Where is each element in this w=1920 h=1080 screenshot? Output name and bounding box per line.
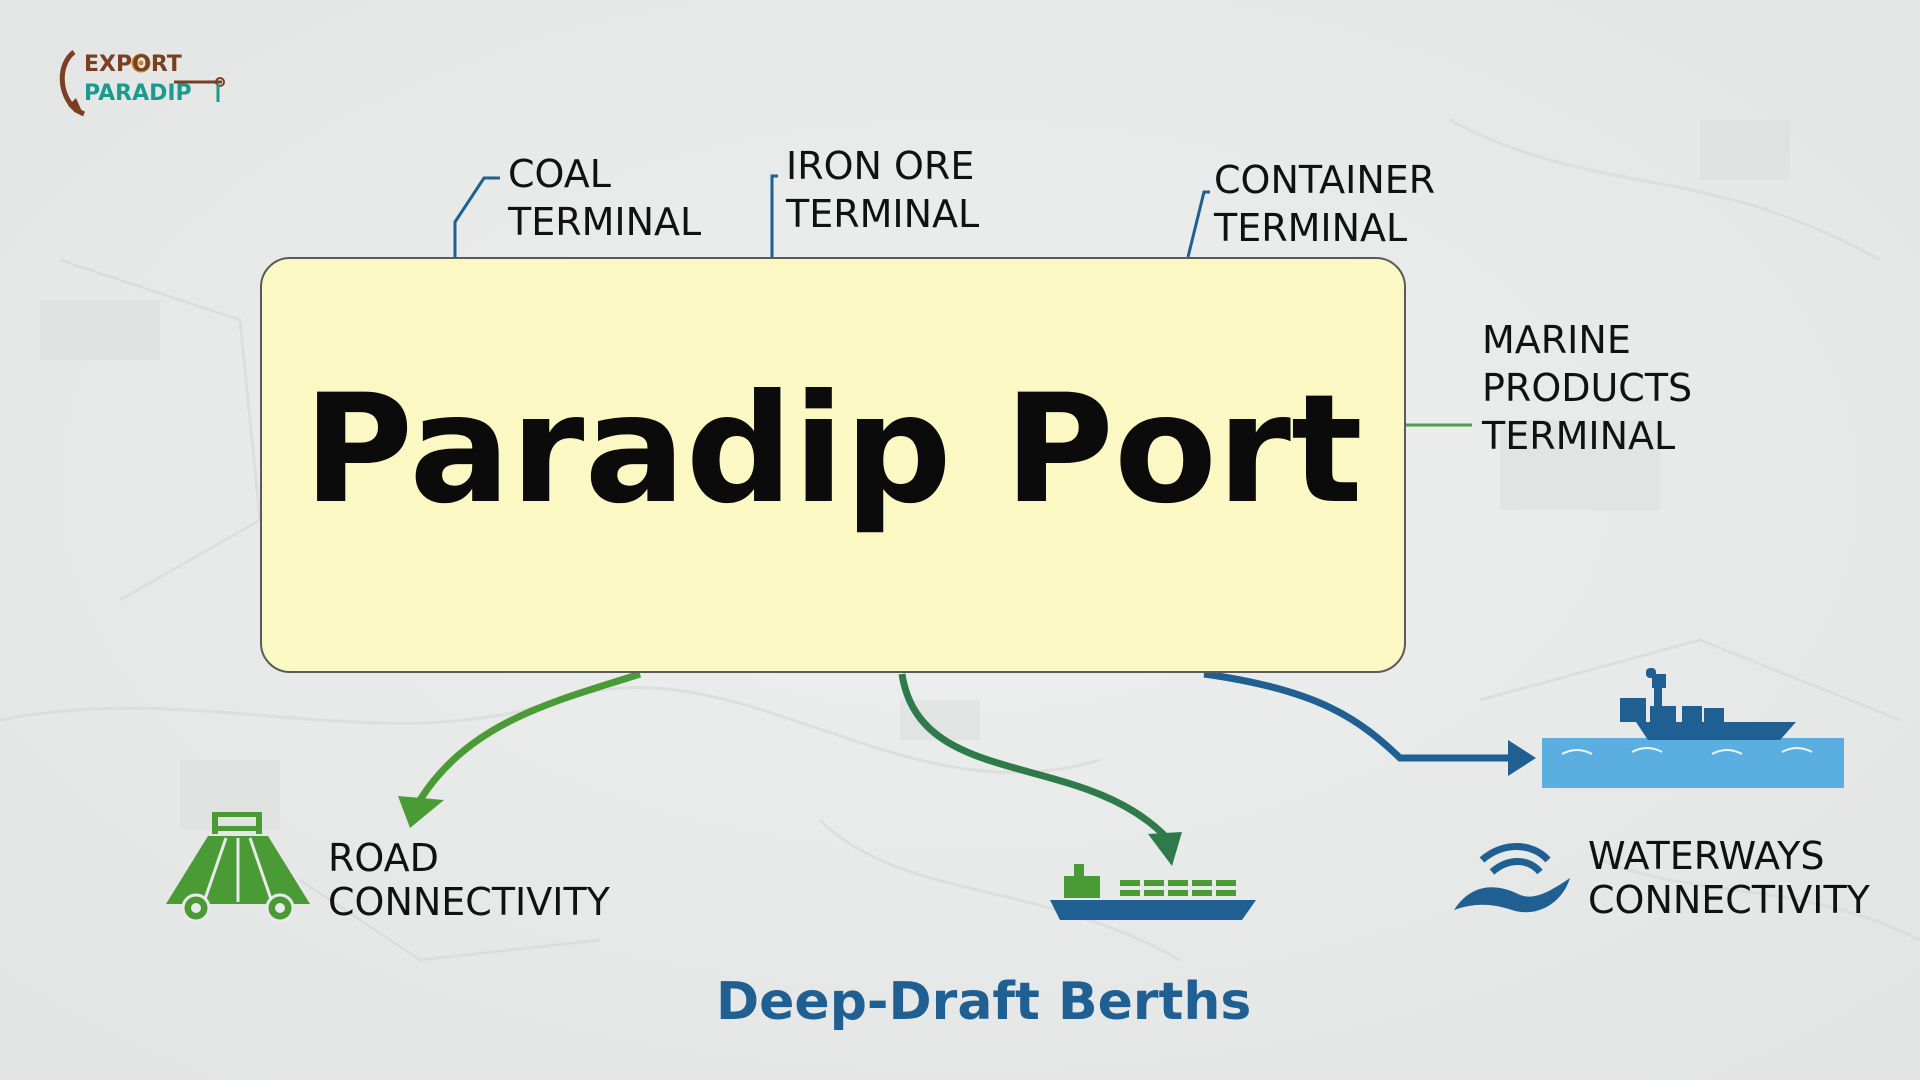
paradip-port-box: Paradip Port <box>260 257 1406 673</box>
iron-ore-terminal-leader <box>770 174 778 257</box>
deep-draft-berths-label: Deep-Draft Berths <box>716 972 1252 1032</box>
ship-at-sea-icon <box>1542 668 1844 788</box>
logo-text-export: EXPORT <box>84 52 182 77</box>
logo-text-paradip: PARADIP <box>84 81 192 106</box>
container-ship-icon <box>1050 864 1256 920</box>
waves-icon <box>1454 843 1570 913</box>
berths-arrow <box>898 673 1168 839</box>
container-terminal-label: CONTAINER TERMINAL <box>1214 158 1436 250</box>
waterways-connectivity-label: WATERWAYS CONNECTIVITY <box>1588 834 1870 922</box>
coal-terminal-label: COAL TERMINAL <box>508 152 702 244</box>
iron-ore-terminal-label: IRON ORE TERMINAL <box>786 144 980 236</box>
berths-arrowhead <box>1148 832 1182 866</box>
road-arrowhead <box>398 796 444 828</box>
container-terminal-leader <box>1186 190 1210 258</box>
logo: EXPORT PARADIP <box>54 44 234 124</box>
marine-products-terminal-label: MARINE PRODUCTS TERMINAL <box>1482 318 1693 458</box>
coal-terminal-leader <box>453 176 500 257</box>
road-connectivity-label: ROAD CONNECTIVITY <box>328 836 610 924</box>
road-vehicle-icon <box>166 812 310 923</box>
main-title: Paradip Port <box>303 363 1363 537</box>
waterways-arrow <box>1203 670 1514 762</box>
road-arrow <box>417 670 642 802</box>
waterways-arrowhead <box>1508 740 1536 776</box>
anchor-ship-wheel-icon <box>59 50 225 117</box>
